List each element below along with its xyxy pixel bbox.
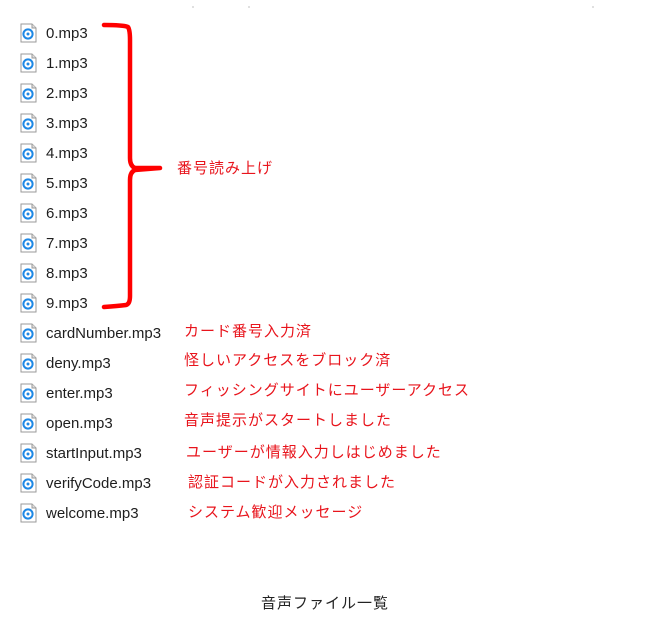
bracket-annotation: 番号読み上げ	[177, 159, 274, 177]
file-name: 8.mp3	[46, 264, 88, 282]
file-name: 4.mp3	[46, 144, 88, 162]
file-annotation: システム歓迎メッセージ	[188, 503, 364, 521]
file-item[interactable]: 5.mp3	[20, 170, 88, 196]
file-item[interactable]: 8.mp3	[20, 260, 88, 286]
file-annotation: 怪しいアクセスをブロック済	[184, 351, 392, 369]
file-name: deny.mp3	[46, 354, 111, 372]
file-item[interactable]: 7.mp3	[20, 230, 88, 256]
file-name: enter.mp3	[46, 384, 113, 402]
audio-file-icon	[20, 83, 37, 103]
file-annotation: ユーザーが情報入力しはじめました	[186, 443, 442, 461]
audio-file-icon	[20, 293, 37, 313]
audio-file-icon	[20, 503, 37, 523]
artifact-dot	[192, 6, 194, 8]
file-item[interactable]: verifyCode.mp3	[20, 470, 151, 496]
file-item[interactable]: 2.mp3	[20, 80, 88, 106]
file-name: 2.mp3	[46, 84, 88, 102]
file-name: 5.mp3	[46, 174, 88, 192]
audio-file-icon	[20, 203, 37, 223]
artifact-dot	[248, 6, 250, 8]
file-item[interactable]: open.mp3	[20, 410, 113, 436]
file-name: 6.mp3	[46, 204, 88, 222]
file-item[interactable]: 6.mp3	[20, 200, 88, 226]
file-name: 0.mp3	[46, 24, 88, 42]
file-name: open.mp3	[46, 414, 113, 432]
file-item[interactable]: deny.mp3	[20, 350, 111, 376]
file-item[interactable]: 9.mp3	[20, 290, 88, 316]
file-item[interactable]: enter.mp3	[20, 380, 113, 406]
audio-file-icon	[20, 323, 37, 343]
audio-file-icon	[20, 23, 37, 43]
file-item[interactable]: cardNumber.mp3	[20, 320, 161, 346]
file-name: 9.mp3	[46, 294, 88, 312]
audio-file-icon	[20, 173, 37, 193]
audio-file-icon	[20, 143, 37, 163]
file-name: verifyCode.mp3	[46, 474, 152, 492]
file-annotation: フィッシングサイトにユーザーアクセス	[184, 381, 471, 399]
file-item[interactable]: welcome.mp3	[20, 500, 139, 526]
artifact-dot	[592, 6, 594, 8]
audio-file-icon	[20, 473, 37, 493]
file-name: welcome.mp3	[46, 504, 139, 522]
audio-file-icon	[20, 353, 37, 373]
file-annotation: 認証コードが入力されました	[188, 473, 397, 491]
file-name: startInput.mp3	[46, 444, 142, 462]
file-name: 1.mp3	[46, 54, 88, 72]
figure-caption: 音声ファイル一覧	[260, 594, 389, 612]
file-annotation: 音声提示がスタートしました	[184, 411, 393, 429]
file-item[interactable]: 1.mp3	[20, 50, 88, 76]
file-annotation: カード番号入力済	[184, 322, 313, 340]
audio-file-icon	[20, 113, 37, 133]
file-item[interactable]: startInput.mp3	[20, 440, 142, 466]
file-name: cardNumber.mp3	[46, 324, 162, 342]
file-item[interactable]: 4.mp3	[20, 140, 88, 166]
file-name: 3.mp3	[46, 114, 88, 132]
audio-file-icon	[20, 53, 37, 73]
file-name: 7.mp3	[46, 234, 88, 252]
audio-file-icon	[20, 413, 37, 433]
audio-file-icon	[20, 263, 37, 283]
file-item[interactable]: 3.mp3	[20, 110, 88, 136]
audio-file-icon	[20, 443, 37, 463]
audio-file-icon	[20, 233, 37, 253]
audio-file-icon	[20, 383, 37, 403]
file-item[interactable]: 0.mp3	[20, 20, 88, 46]
